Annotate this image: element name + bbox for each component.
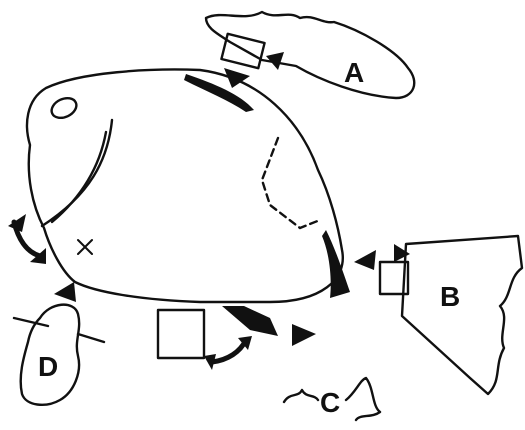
x-mark: [77, 239, 93, 255]
part-d-arrow-up: [54, 282, 76, 302]
part-b-arrow-right: [394, 244, 410, 262]
left-rotate-arrow-head-bottom: [30, 248, 46, 264]
bottom-curved-arrow: [209, 337, 249, 365]
glue-strip-bottom: [222, 306, 278, 336]
bottom-curved-arrow-head: [204, 354, 216, 370]
fold-line: [40, 118, 114, 228]
part-b-arrow-left: [354, 250, 376, 270]
label-d: D: [38, 351, 58, 382]
part-d-line-left: [12, 316, 50, 328]
bottom-tab: [156, 308, 206, 360]
fold-line-inner: [50, 130, 108, 224]
left-rotate-arrow-head-top: [8, 214, 26, 232]
main-body-outline: [25, 68, 344, 304]
label-a: A: [344, 57, 364, 88]
main-body-piece: [25, 68, 350, 336]
eye-mark: [50, 96, 78, 120]
bottom-curved-arrow-tail: [238, 336, 252, 350]
label-c: C: [320, 387, 340, 418]
part-d-line-right: [76, 332, 106, 344]
part-a-outline: [204, 10, 416, 100]
bottom-tab-group: [156, 308, 252, 370]
glue-strip-top: [184, 74, 254, 112]
part-c-outline: [282, 376, 382, 422]
glue-strip-right: [322, 230, 350, 298]
part-c-arrow-right: [292, 324, 316, 346]
part-d: D: [12, 282, 106, 406]
part-a-arrow-down: [224, 68, 250, 88]
dashed-flap: [260, 136, 322, 230]
part-c: C: [282, 324, 382, 422]
part-d-outline: [19, 303, 81, 406]
left-rotate-arrow: [8, 214, 46, 264]
part-a: A: [204, 10, 416, 100]
part-a-arrow-up: [266, 52, 284, 70]
part-b-outline: [400, 234, 524, 396]
part-b: B: [354, 234, 524, 396]
part-a-tab: [220, 32, 266, 70]
label-b: B: [440, 281, 460, 312]
